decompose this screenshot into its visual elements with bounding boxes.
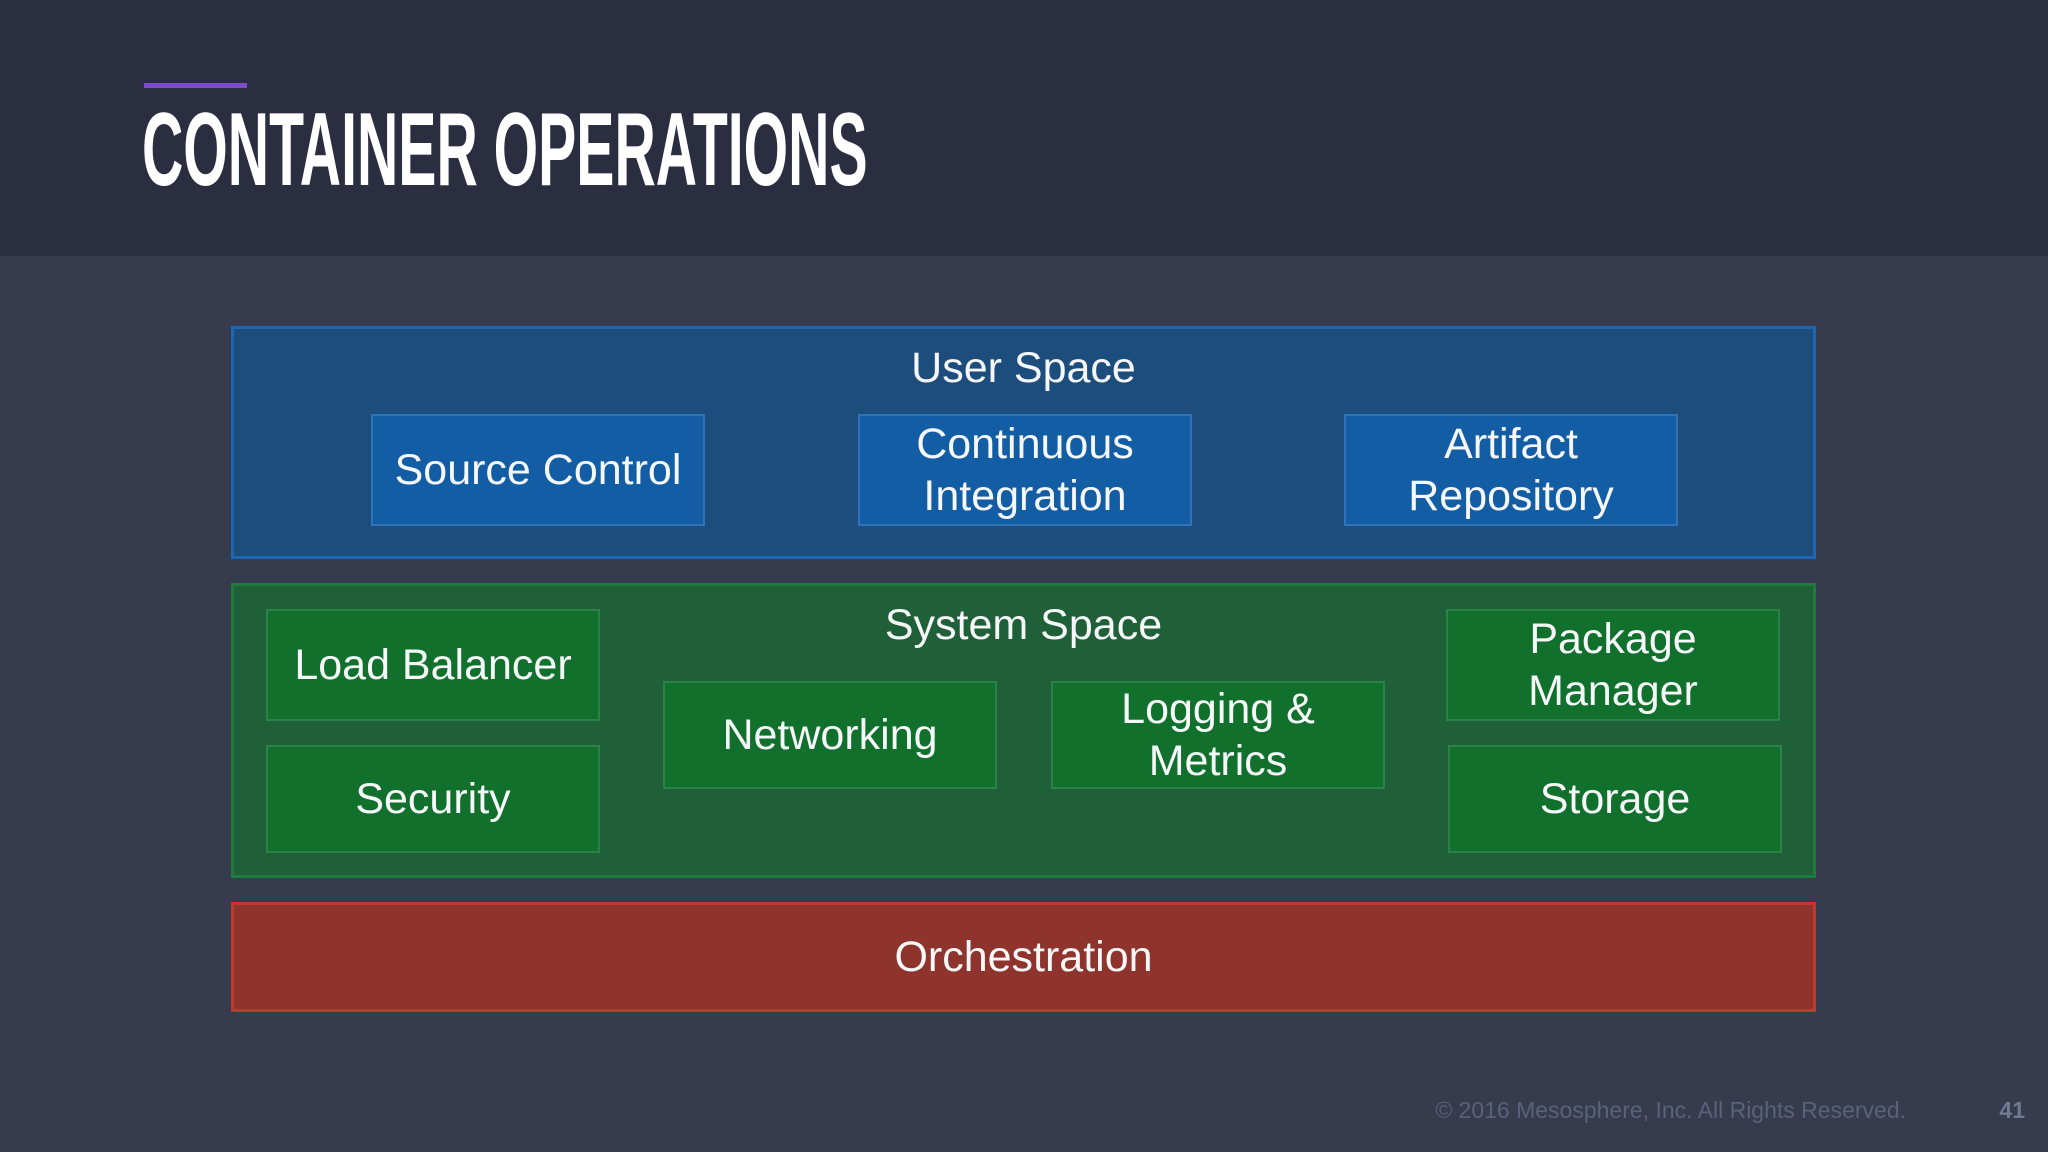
node-package-manager: Package Manager xyxy=(1446,609,1780,721)
layer-user-space: User Space Source Control Continuous Int… xyxy=(231,326,1816,559)
node-label: Package Manager xyxy=(1528,614,1698,715)
node-networking: Networking xyxy=(663,681,997,789)
node-load-balancer: Load Balancer xyxy=(266,609,600,721)
node-label: Security xyxy=(355,774,511,823)
node-label: Source Control xyxy=(394,445,682,494)
node-label: Load Balancer xyxy=(294,640,572,689)
node-label: Networking xyxy=(722,710,938,759)
layer-label: Orchestration xyxy=(894,932,1153,981)
node-logging-metrics: Logging & Metrics xyxy=(1051,681,1385,789)
node-security: Security xyxy=(266,745,600,853)
node-label: Continuous Integration xyxy=(916,419,1134,520)
layer-label: System Space xyxy=(884,601,1163,649)
layer-orchestration: Orchestration xyxy=(231,902,1816,1012)
layer-label: User Space xyxy=(911,344,1136,392)
copyright-text: © 2016 Mesosphere, Inc. All Rights Reser… xyxy=(1435,1097,1906,1123)
slide-title: CONTAINER OPERATIONS xyxy=(142,92,868,208)
node-storage: Storage xyxy=(1448,745,1782,853)
node-label: Storage xyxy=(1539,774,1691,823)
slide-header-band xyxy=(0,0,2048,256)
node-continuous-integration: Continuous Integration xyxy=(858,414,1192,526)
layer-system-space: System Space Load Balancer Security Netw… xyxy=(231,583,1816,878)
page-number: 41 xyxy=(1999,1097,2025,1123)
node-artifact-repository: Artifact Repository xyxy=(1344,414,1678,526)
node-source-control: Source Control xyxy=(371,414,705,526)
node-label: Logging & Metrics xyxy=(1121,684,1315,785)
node-label: Artifact Repository xyxy=(1408,419,1614,520)
title-accent-line xyxy=(144,83,247,88)
